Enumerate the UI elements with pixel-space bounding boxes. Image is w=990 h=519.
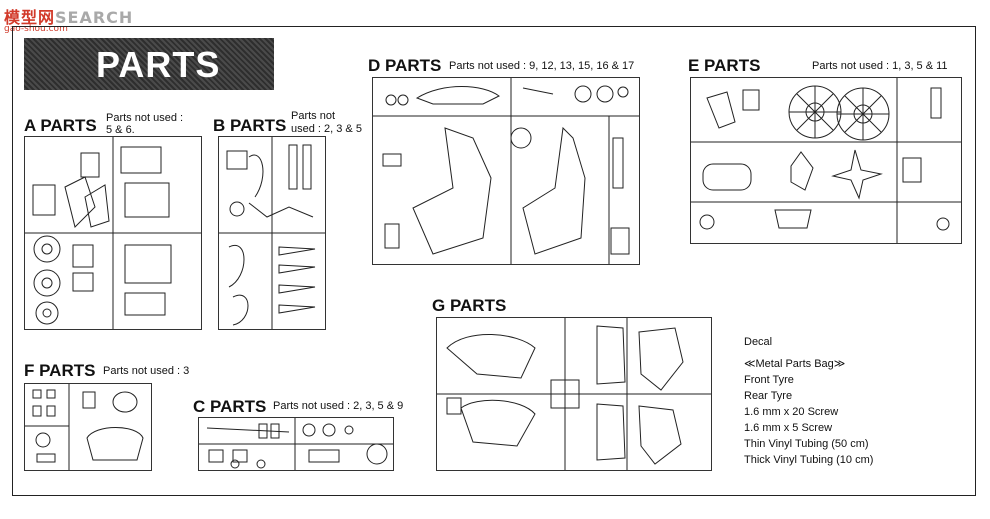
b-parts-note-line2: used : 2, 3 & 5 [291,123,362,135]
sprue-drawing [199,418,393,470]
a-parts-note-line1: Parts not used : [106,112,184,124]
sprue-drawing [25,137,201,329]
g-parts-heading: G PARTS [432,296,507,315]
misc-item-metal-parts-bag: ≪Metal Parts Bag≫ [744,358,846,370]
misc-item-thick-vinyl-tubing: Thick Vinyl Tubing (10 cm) [744,454,874,466]
misc-item-thin-vinyl-tubing: Thin Vinyl Tubing (50 cm) [744,438,869,450]
sprue-drawing [219,137,325,329]
d-parts-heading: D PARTS [368,56,442,75]
c-parts-note: Parts not used : 2, 3, 5 & 9 [273,400,404,412]
f-parts-note: Parts not used : 3 [103,365,190,377]
c-parts-sprue [198,417,394,471]
e-parts-sprue [690,77,962,244]
b-parts-sprue [218,136,326,330]
misc-item-front-tyre: Front Tyre [744,374,794,386]
c-parts-heading: C PARTS [193,397,267,416]
misc-item-screw-5mm: 1.6 mm x 5 Screw [744,422,833,434]
parts-sheet-frame [12,26,976,496]
parts-banner: PARTS [24,38,274,90]
d-parts-sprue [372,77,640,265]
misc-parts-list: Decal ≪Metal Parts Bag≫ Front Tyre Rear … [744,334,873,468]
f-parts-sprue [24,383,152,471]
b-parts-heading: B PARTS [213,116,287,135]
sprue-drawing [691,78,961,243]
sprue-drawing [437,318,711,470]
d-parts-note: Parts not used : 9, 12, 13, 15, 16 & 17 [449,60,635,72]
misc-item-decal: Decal [744,336,773,348]
misc-item-rear-tyre: Rear Tyre [744,390,793,402]
e-parts-note: Parts not used : 1, 3, 5 & 11 [812,60,948,72]
a-parts-sprue [24,136,202,330]
b-parts-note-line1: Parts not [291,110,336,122]
sprue-drawing [25,384,144,470]
a-parts-heading: A PARTS [24,116,97,135]
sprue-drawing [373,78,639,264]
misc-item-screw-20mm: 1.6 mm x 20 Screw [744,406,839,418]
f-parts-heading: F PARTS [24,361,96,380]
parts-banner-title: PARTS [96,44,221,85]
watermark-logo-text: 模型网 [4,8,56,27]
g-parts-sprue [436,317,712,471]
e-parts-heading: E PARTS [688,56,761,75]
watermark-search-text: SEARCH [55,8,134,27]
a-parts-note-line2: 5 & 6. [106,124,135,136]
watermark-url: gao-shou.com [4,24,68,34]
